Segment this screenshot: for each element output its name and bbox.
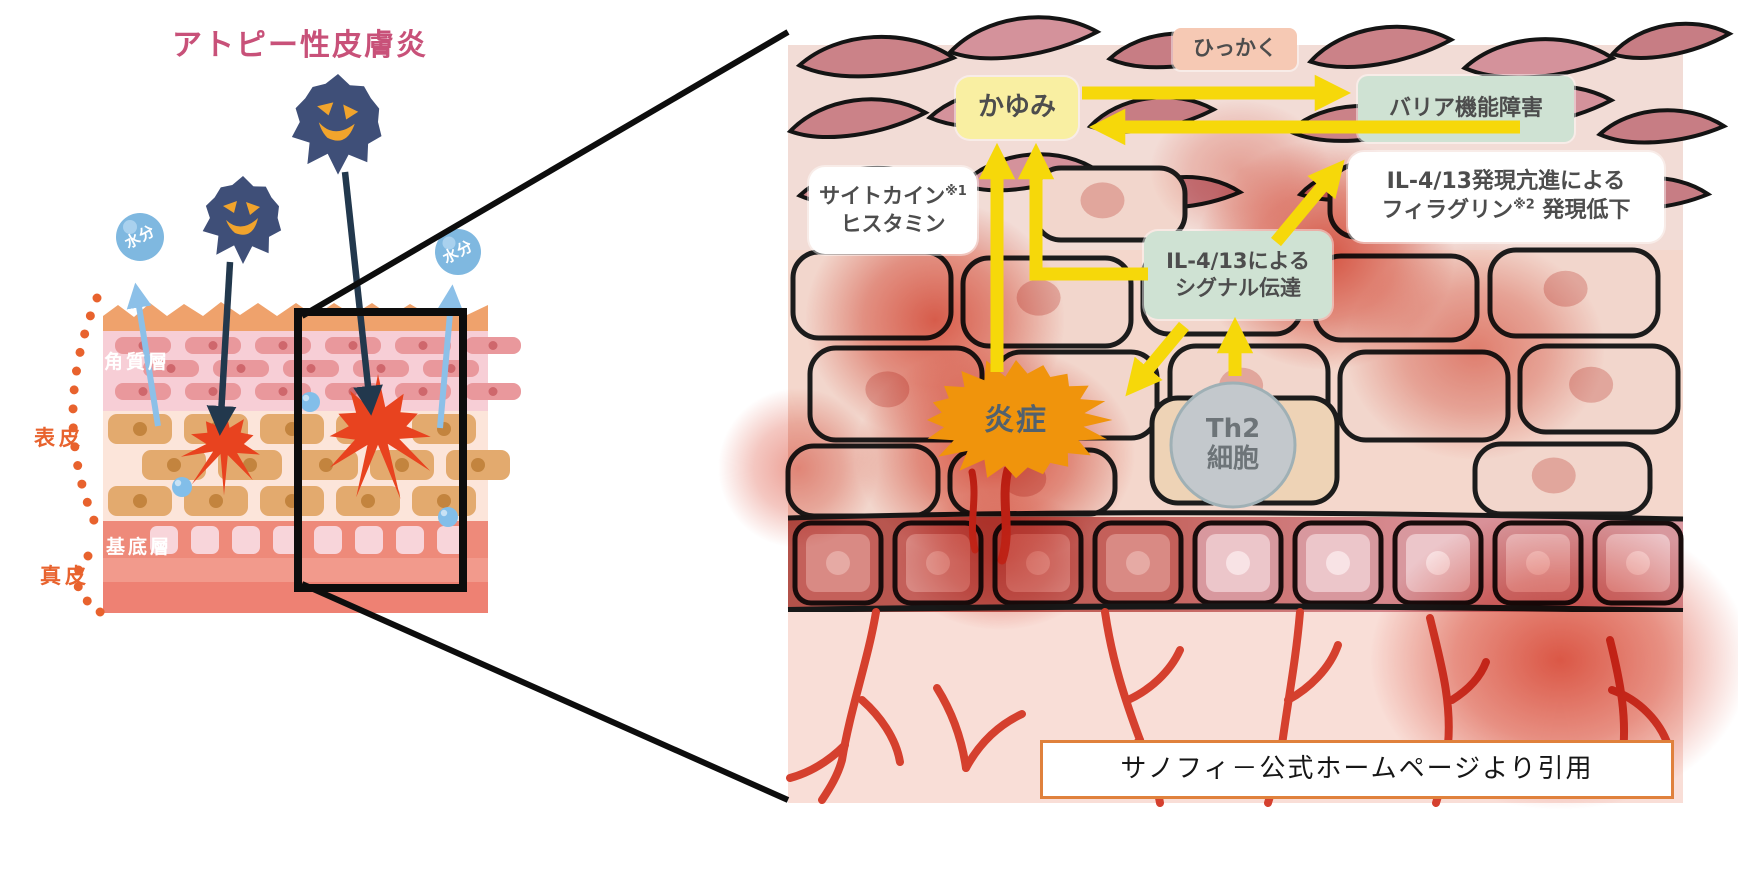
epidermis-brace	[68, 293, 104, 537]
citation-box: サノフィ－公式ホームページより引用	[1040, 740, 1674, 799]
moisture-droplets	[172, 392, 458, 527]
magnifier-rectangle	[294, 308, 467, 592]
filaggrin-line2: フィラグリン※2 発現低下	[1381, 197, 1631, 223]
epidermis-label: 表皮	[34, 425, 84, 450]
moisture-label: 水分	[439, 236, 477, 268]
cytokine-histamine-box: サイトカイン※1 ヒスタミン	[809, 167, 977, 254]
th2-cell-label: Th2 細胞	[1178, 409, 1288, 481]
th2-lines: Th2 細胞	[1205, 414, 1261, 474]
il413-signal-box: IL-4/13による シグナル伝達	[1144, 231, 1332, 319]
barrier-dysfunction-box: バリア機能障害	[1358, 76, 1574, 142]
allergen-attack-arrow-1	[206, 261, 237, 436]
filaggrin-box: IL-4/13発現亢進による フィラグリン※2 発現低下	[1348, 152, 1664, 242]
itch-box: かゆみ	[956, 77, 1078, 139]
histamine-line: ヒスタミン	[840, 211, 946, 236]
allergen-icon	[291, 74, 382, 175]
moisture-label: 水分	[121, 221, 159, 253]
basal-layer-label: 基底層	[106, 536, 173, 559]
allergen-face	[223, 201, 260, 235]
stratum-corneum-label: 角質層	[104, 351, 171, 374]
magnifier-line-top	[300, 29, 790, 319]
magnifier-line-bottom	[300, 581, 790, 803]
signal-line2: シグナル伝達	[1175, 276, 1301, 300]
allergen-icon	[202, 176, 282, 264]
moisture-bubble-right	[435, 229, 481, 275]
signal-line1: IL-4/13による	[1166, 248, 1310, 273]
scratch-box: ひっかく	[1173, 28, 1297, 70]
inflammation-label: 炎症	[984, 403, 1048, 439]
cytokine-line: サイトカイン※1	[819, 184, 967, 209]
allergen-face	[317, 102, 359, 141]
inflammation-starburst	[926, 360, 1113, 479]
dermis-brace	[72, 551, 108, 619]
filaggrin-line1: IL-4/13発現亢進による	[1386, 169, 1626, 195]
dermis-label: 真皮	[40, 563, 90, 588]
moisture-arrow-left	[126, 282, 161, 427]
inflammation-burst-small	[180, 404, 260, 496]
th2-cell-circle	[1169, 381, 1297, 509]
moisture-bubble-left	[116, 213, 164, 261]
moisture-arrow-right	[437, 284, 463, 429]
page-title: アトピー性皮膚炎	[172, 28, 428, 64]
